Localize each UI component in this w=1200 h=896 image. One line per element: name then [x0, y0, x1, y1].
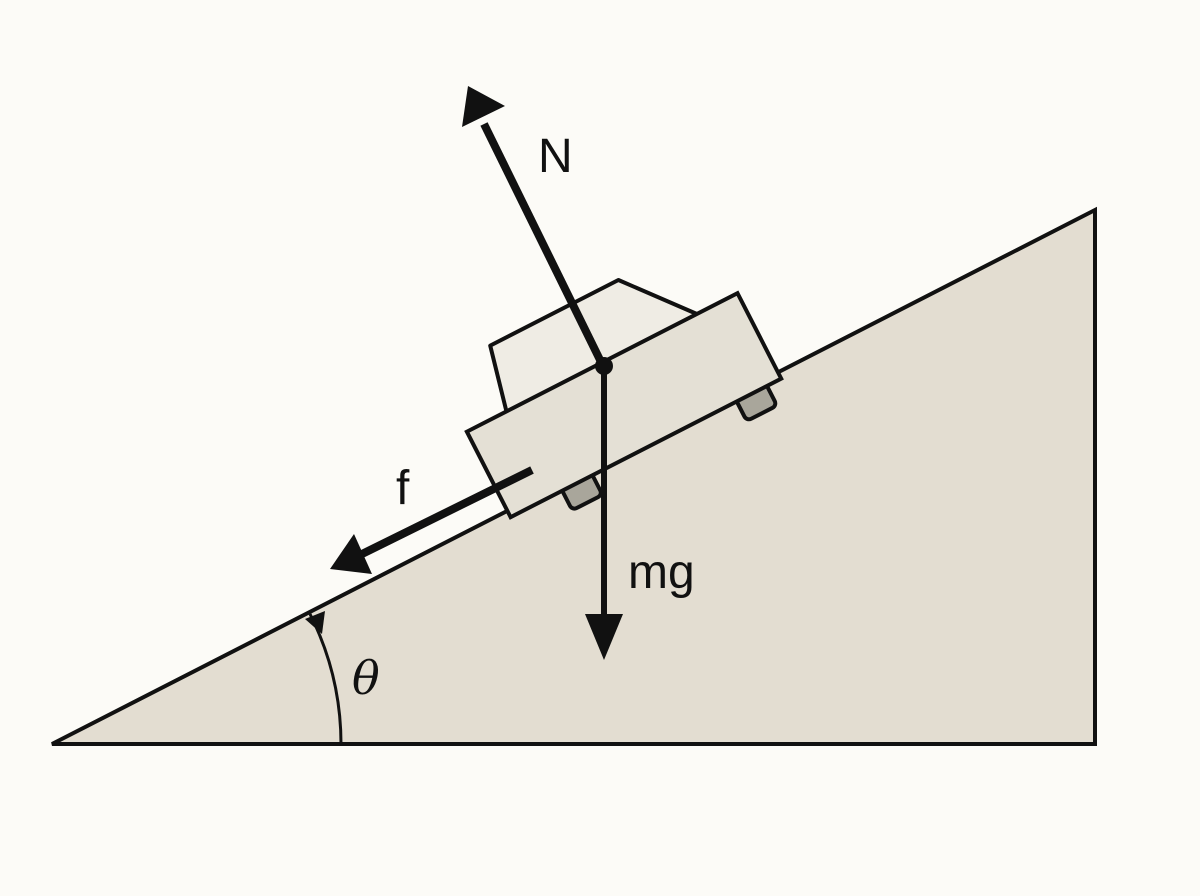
friction-force-arrow: [330, 466, 534, 574]
normal-force-arrow: [462, 86, 607, 368]
friction-label: f: [396, 462, 410, 515]
angle-arc: [305, 611, 343, 745]
center-of-mass-dot: [595, 357, 613, 375]
angle-label: θ: [352, 651, 380, 705]
weight-label: mg: [628, 546, 695, 599]
weight-force-arrow: [585, 366, 623, 660]
normal-force-label: N: [538, 130, 573, 183]
